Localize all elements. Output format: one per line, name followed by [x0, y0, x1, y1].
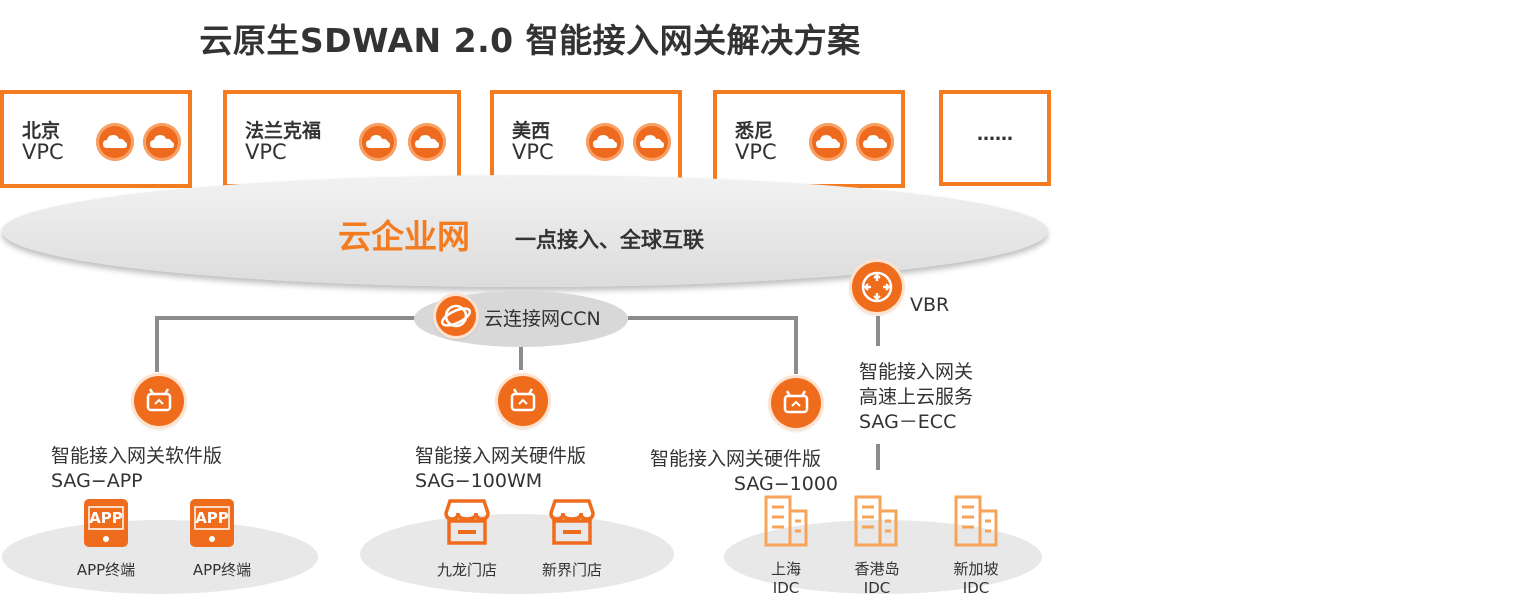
idc-label: IDC: [962, 579, 990, 597]
idc-label: IDC: [772, 579, 800, 597]
router-icon[interactable]: [852, 262, 902, 312]
gateway-icon[interactable]: [498, 376, 548, 426]
vpc-type: VPC: [245, 140, 287, 164]
ccn-link-right-drop: [794, 316, 798, 374]
idc-label: IDC: [863, 579, 891, 597]
ccn-globe-icon: [436, 296, 476, 336]
vpc-city: 法兰克福: [245, 120, 322, 142]
vpc-type: VPC: [735, 140, 777, 164]
building-icon[interactable]: [950, 493, 1002, 549]
more-ellipsis: ……: [977, 124, 1013, 145]
store-label: 新界门店: [541, 561, 602, 579]
enterprise-network-name: 云企业网: [338, 217, 470, 256]
idc-city: 上海: [770, 560, 801, 578]
cloud-icon: [408, 123, 446, 161]
app-terminal-label: APP终端: [76, 561, 136, 579]
vpc-box-more[interactable]: ……: [939, 90, 1051, 186]
cloud-icon: [633, 123, 671, 161]
ccn-link-left: [155, 316, 416, 320]
ccn-link-center-drop: [519, 345, 523, 370]
sag-100wm-line1: 智能接入网关硬件版: [415, 445, 587, 467]
sag-app-line1: 智能接入网关软件版: [51, 445, 223, 467]
enterprise-network-slogan: 一点接入、全球互联: [515, 228, 704, 252]
cloud-icon: [586, 123, 624, 161]
store-icon[interactable]: [545, 497, 599, 547]
sag-1000-line2: SAG−1000: [733, 473, 838, 495]
idc-city: 新加坡: [953, 560, 999, 578]
page-title: 云原生SDWAN 2.0 智能接入网关解决方案: [199, 21, 861, 60]
vpc-type: VPC: [512, 140, 554, 164]
vpc-box-sydney[interactable]: 悉尼 VPC: [713, 90, 905, 188]
sag-1000-line1: 智能接入网关硬件版: [650, 448, 822, 470]
vpc-box-beijing[interactable]: 北京 VPC: [0, 90, 192, 188]
ecc-link: [876, 444, 880, 470]
building-icon[interactable]: [760, 493, 812, 549]
sag-100wm-line2: SAG−100WM: [415, 470, 543, 492]
gateway-icon[interactable]: [134, 376, 184, 426]
vpc-city: 美西: [512, 120, 551, 142]
store-icon[interactable]: [440, 497, 494, 547]
vbr-link: [876, 316, 880, 346]
cloud-icon: [143, 123, 181, 161]
sag-app-line2: SAG−APP: [51, 470, 143, 492]
building-icon[interactable]: [850, 493, 902, 549]
vpc-city: 悉尼: [735, 120, 774, 142]
cloud-icon: [359, 123, 397, 161]
app-phone-icon[interactable]: APP: [184, 497, 240, 549]
vpc-type: VPC: [22, 140, 64, 164]
app-badge: APP: [89, 509, 123, 527]
app-terminal-group: [2, 520, 318, 594]
app-badge: APP: [195, 509, 229, 527]
vpc-box-frankfurt[interactable]: 法兰克福 VPC: [223, 90, 461, 188]
ccn-link-right: [628, 316, 798, 320]
app-phone-icon[interactable]: APP: [78, 497, 134, 549]
store-label: 九龙门店: [436, 561, 497, 579]
vpc-box-us-west[interactable]: 美西 VPC: [490, 90, 682, 188]
vpc-city: 北京: [22, 120, 61, 142]
cloud-icon: [809, 123, 847, 161]
ccn-link-left-drop: [155, 316, 159, 372]
cloud-icon: [856, 123, 894, 161]
store-group: [360, 514, 674, 594]
gateway-icon[interactable]: [771, 378, 821, 428]
ecc-line3: SAG－ECC: [859, 411, 957, 433]
app-terminal-label: APP终端: [192, 561, 252, 579]
ecc-line1: 智能接入网关: [859, 361, 974, 383]
ecc-line2: 高速上云服务: [859, 386, 974, 408]
vbr-label: VBR: [910, 294, 950, 316]
ccn-label: 云连接网CCN: [484, 308, 601, 330]
cloud-icon: [96, 123, 134, 161]
idc-city: 香港岛: [854, 560, 900, 578]
